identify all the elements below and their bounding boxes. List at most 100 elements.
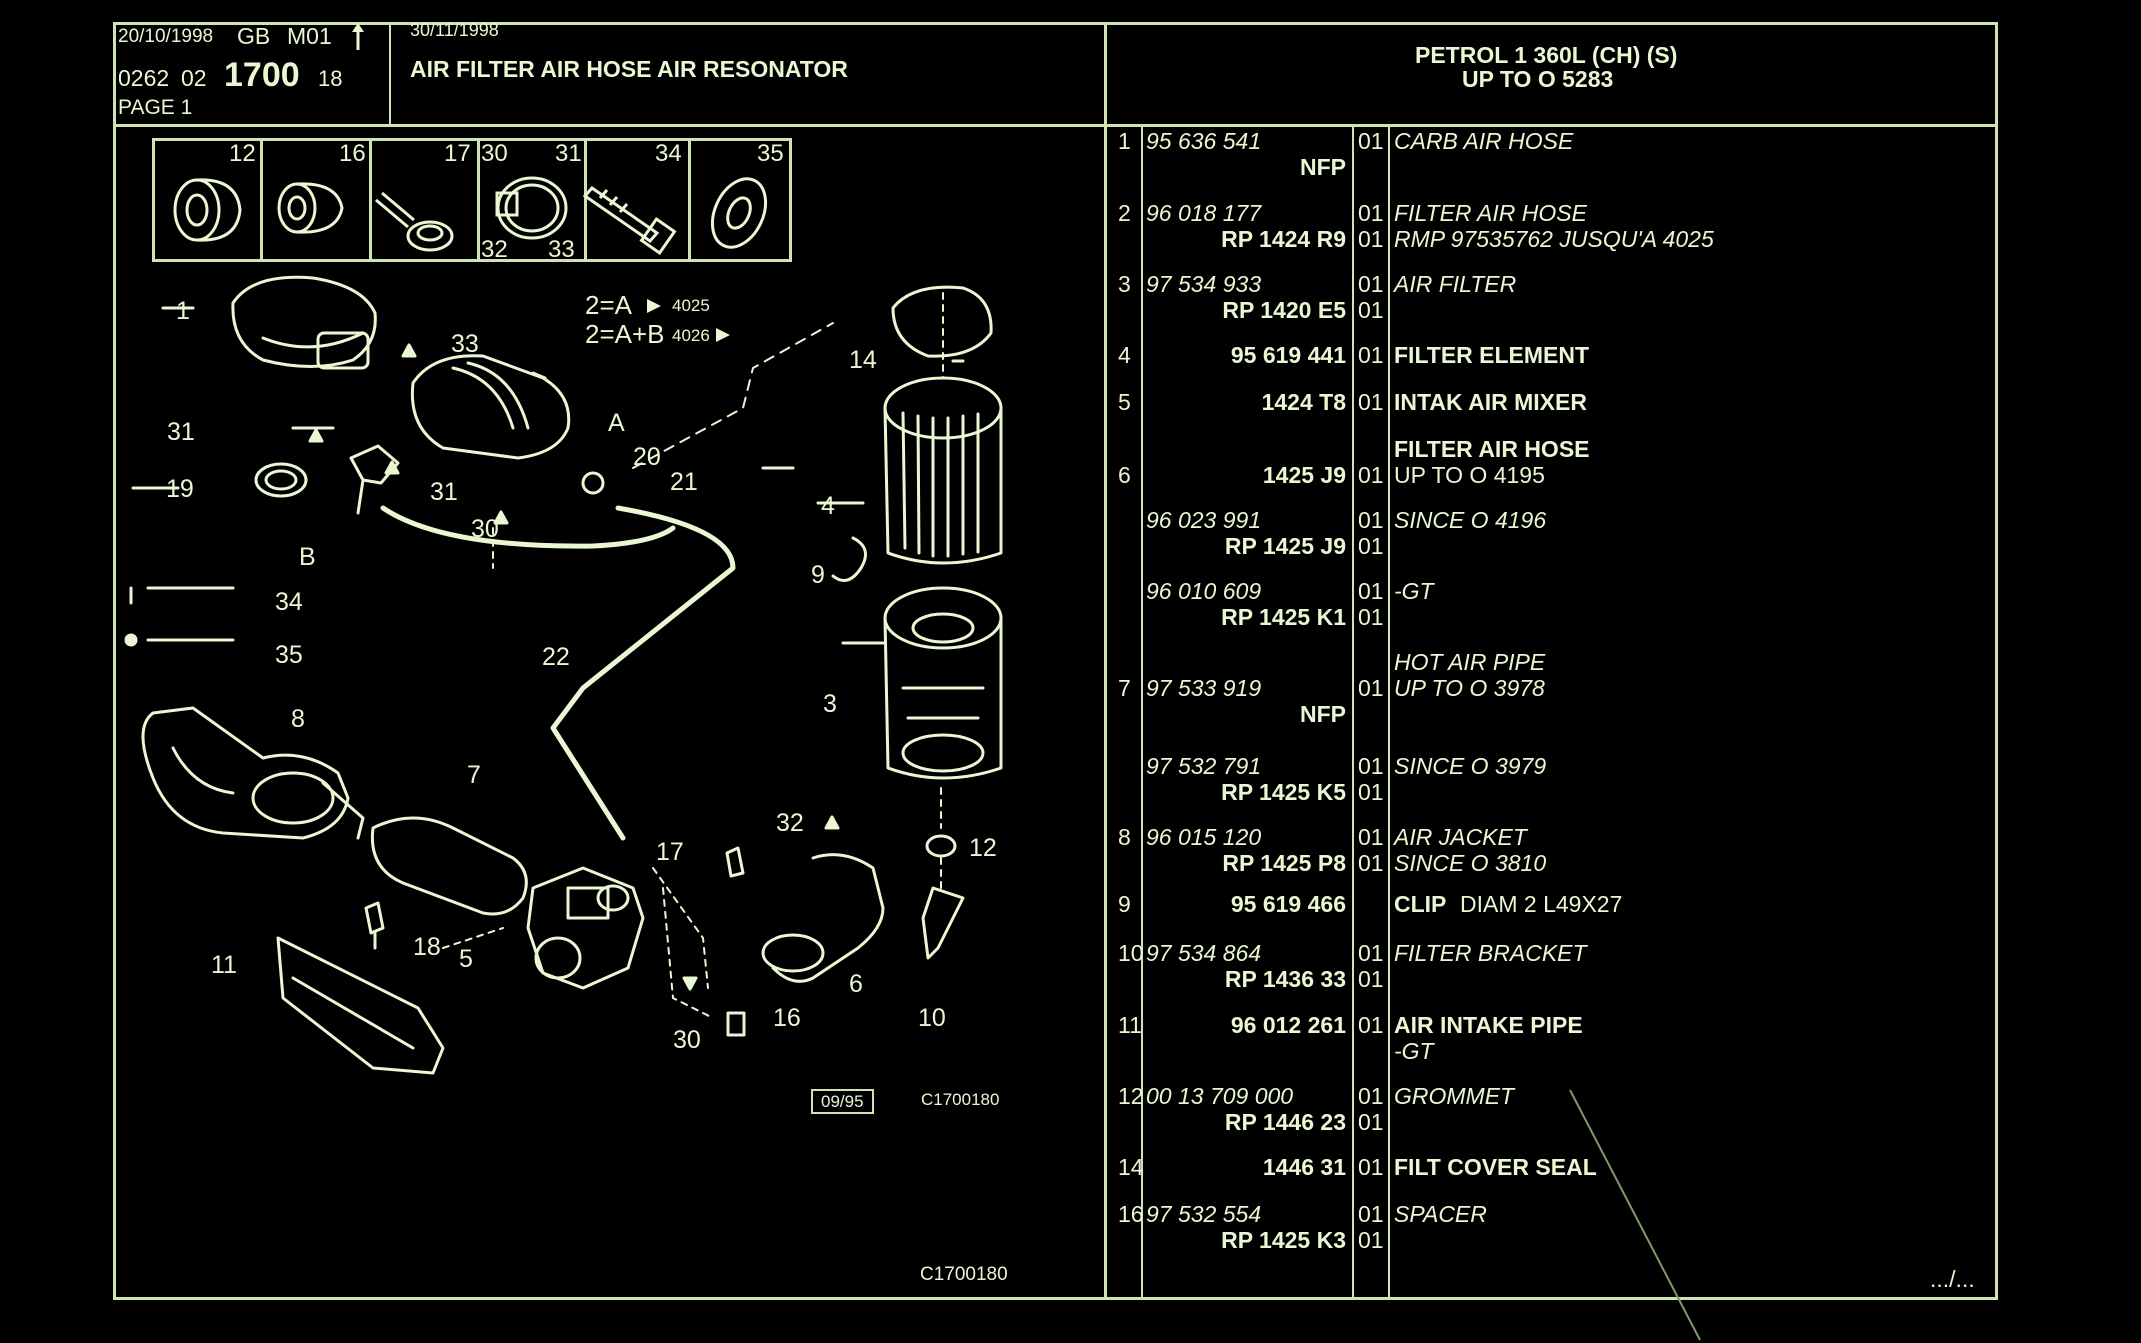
thumb-label-32: 32 <box>481 236 508 263</box>
part-ref: 95 636 541 <box>1146 128 1262 154</box>
drawing-date-box: 09/95 <box>811 1089 874 1114</box>
screw-icon <box>375 191 454 252</box>
part-qty: 01 <box>1358 128 1384 154</box>
part-qty2: 01 <box>1358 966 1384 992</box>
callout-5: 5 <box>459 945 473 973</box>
scratch-line <box>1569 1089 1701 1341</box>
part-no: 4 <box>1118 342 1131 368</box>
part-desc: CLIP <box>1394 891 1447 917</box>
header-ref-c: 18 <box>318 66 343 91</box>
header-divider <box>113 124 1998 127</box>
part-sub: 1446 31 <box>1262 1154 1346 1180</box>
part-desc: CARB AIR HOSE <box>1394 128 1574 154</box>
vehicle-line2: UP TO O 5283 <box>1462 66 1614 92</box>
air-resonator-drawing <box>410 354 605 495</box>
valve-drawing <box>349 444 400 515</box>
part-no: 8 <box>1118 824 1131 850</box>
grommet-drawing <box>925 834 957 858</box>
part-qty: 01 <box>1358 578 1384 604</box>
part-desc: FILTER AIR HOSE <box>1394 436 1590 462</box>
callout-1: 1 <box>176 297 190 325</box>
part-desc: FILTER AIR HOSE <box>1394 200 1587 226</box>
thumb-label-30: 30 <box>481 140 508 167</box>
part-qty2: 01 <box>1358 779 1384 805</box>
callout-16: 16 <box>773 1004 801 1032</box>
part-qty2: 01 <box>1358 297 1384 323</box>
callout-31b: 31 <box>430 478 458 506</box>
spacer-drawing <box>726 1011 746 1037</box>
air-filter-housing-drawing <box>883 586 1003 780</box>
filter-element-drawing <box>883 376 1003 565</box>
part-desc2: UP TO O 3978 <box>1394 675 1545 701</box>
callout-14: 14 <box>849 346 877 374</box>
part-no: 3 <box>1118 271 1131 297</box>
column-divider-main <box>1104 22 1107 1300</box>
exploded-parts-diagram <box>124 275 1003 1075</box>
air-jacket-drawing <box>141 706 365 840</box>
part-ref: 00 13 709 000 <box>1146 1083 1294 1109</box>
parts-col-no <box>1141 124 1143 1300</box>
continuation-mark: .../... <box>1930 1266 1975 1292</box>
part-qty: 01 <box>1358 1012 1384 1038</box>
part-desc2: UP TO O 4195 <box>1394 462 1545 488</box>
arrow-up-icon <box>352 23 364 50</box>
callout-22: 22 <box>542 643 570 671</box>
legend-line1: 2=A <box>585 290 632 320</box>
part-ref: 96 010 609 <box>1146 578 1262 604</box>
screw-drawing <box>725 846 745 878</box>
part-sub: RP 1425 K5 <box>1221 779 1346 805</box>
part-no: 16 <box>1118 1201 1144 1227</box>
part-no: 2 <box>1118 200 1131 226</box>
spacer-icon <box>277 182 344 234</box>
callout-33: 33 <box>451 330 479 358</box>
part-no: 10 <box>1118 940 1144 966</box>
part-ref: 96 023 991 <box>1146 507 1262 533</box>
part-sub: NFP <box>1300 154 1346 180</box>
part-qty: 01 <box>1358 271 1384 297</box>
legend-line2-ref: 4026 <box>672 326 710 345</box>
part-ref: 96 015 120 <box>1146 824 1262 850</box>
part-qty: 01 <box>1358 507 1384 533</box>
part-sub: 95 619 441 <box>1230 342 1346 368</box>
part-desc2: SINCE O 3810 <box>1394 850 1547 876</box>
callout-A: A <box>608 409 625 437</box>
callout-9: 9 <box>811 561 825 589</box>
part-qty2: 01 <box>1358 226 1384 252</box>
part-qty: 01 <box>1358 753 1384 779</box>
part-desc2: RMP 97535762 JUSQU'A 4025 <box>1394 226 1714 252</box>
part-sub: RP 1425 J9 <box>1224 533 1346 559</box>
hot-air-pipe-drawing <box>370 816 528 916</box>
callout-18: 18 <box>413 933 441 961</box>
callout-4: 4 <box>821 492 835 520</box>
callout-30a: 30 <box>471 515 499 543</box>
air-intake-pipe-drawing <box>276 936 445 1075</box>
callout-35: 35 <box>275 641 303 669</box>
part-sub: 96 012 261 <box>1230 1012 1346 1038</box>
part-qty2: 01 <box>1358 1227 1384 1253</box>
part-no: 7 <box>1118 675 1131 701</box>
clip-drawing <box>831 536 867 582</box>
page-title: AIR FILTER AIR HOSE AIR RESONATOR <box>410 56 848 82</box>
ring-drawing <box>254 462 308 498</box>
part-no: 6 <box>1118 462 1131 488</box>
part-sub: 95 619 466 <box>1230 891 1346 917</box>
callout-3: 3 <box>823 690 837 718</box>
part-qty: 01 <box>1358 1154 1384 1180</box>
header-page: PAGE 1 <box>118 96 193 119</box>
part-sub: RP 1436 33 <box>1224 966 1346 992</box>
part-no: 9 <box>1118 891 1131 917</box>
bracket-drawing <box>921 886 965 960</box>
part-qty2: 01 <box>1358 850 1384 876</box>
filter-air-hose-drawing <box>771 853 885 983</box>
part-sub: 1424 T8 <box>1261 389 1346 415</box>
bolt-icon <box>582 186 677 256</box>
callout-8: 8 <box>291 705 305 733</box>
header-ref-b: 02 <box>181 65 207 91</box>
header-ref-main: 1700 <box>224 56 300 94</box>
part-desc: SINCE O 3979 <box>1394 753 1547 779</box>
part-qty2: 01 <box>1358 604 1384 630</box>
callout-17: 17 <box>656 838 684 866</box>
part-desc2: DIAM 2 L49X27 <box>1460 891 1623 917</box>
part-sub: RP 1425 P8 <box>1222 850 1346 876</box>
part-desc: SINCE O 4196 <box>1394 507 1547 533</box>
